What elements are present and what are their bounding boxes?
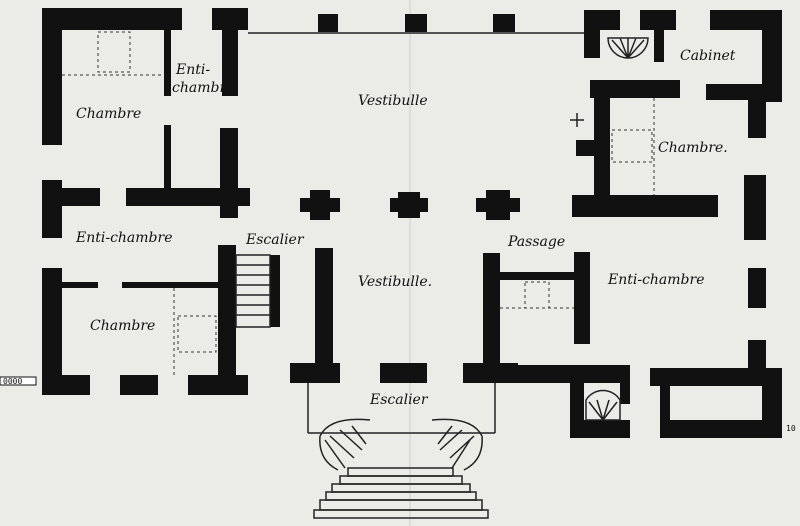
left-wing-details (62, 31, 271, 375)
label-antichambre-top-left-1: Enti- (175, 62, 210, 78)
label-antichambre-right: Enti-chambre (607, 272, 705, 288)
spiral-stair-bottom (585, 389, 621, 421)
label-chambre-right: Chambre. (658, 140, 728, 156)
label-antichambre-left: Enti-chambre (75, 230, 173, 246)
central-walls (248, 14, 592, 383)
label-antichambre-top-left-2: chambr (172, 80, 227, 96)
label-chambre-top-left: Chambre (76, 106, 141, 122)
main-staircase (307, 383, 496, 519)
scale-bars: 0000 10 (0, 376, 796, 433)
scale-right: 10 (786, 424, 796, 433)
right-wing-walls (500, 10, 782, 438)
label-chambre-bottom-left: Chambre (90, 318, 155, 334)
left-staircase (235, 254, 271, 328)
label-vestibule-bottom: Vestibulle. (358, 274, 432, 290)
label-passage: Passage (507, 234, 565, 250)
label-vestibule-top: Vestibulle (358, 93, 428, 109)
label-escalier-main: Escalier (369, 392, 429, 408)
cross-mark (570, 113, 584, 127)
room-labels: Chambre Enti- chambr Vestibulle Cabinet … (75, 48, 736, 408)
left-wing-walls (42, 8, 280, 395)
label-cabinet: Cabinet (680, 48, 736, 64)
right-wing-details (500, 37, 655, 421)
spiral-stair-top (607, 37, 649, 59)
scale-left: 0000 (3, 377, 22, 386)
label-escalier-left: Escalier (245, 232, 305, 248)
